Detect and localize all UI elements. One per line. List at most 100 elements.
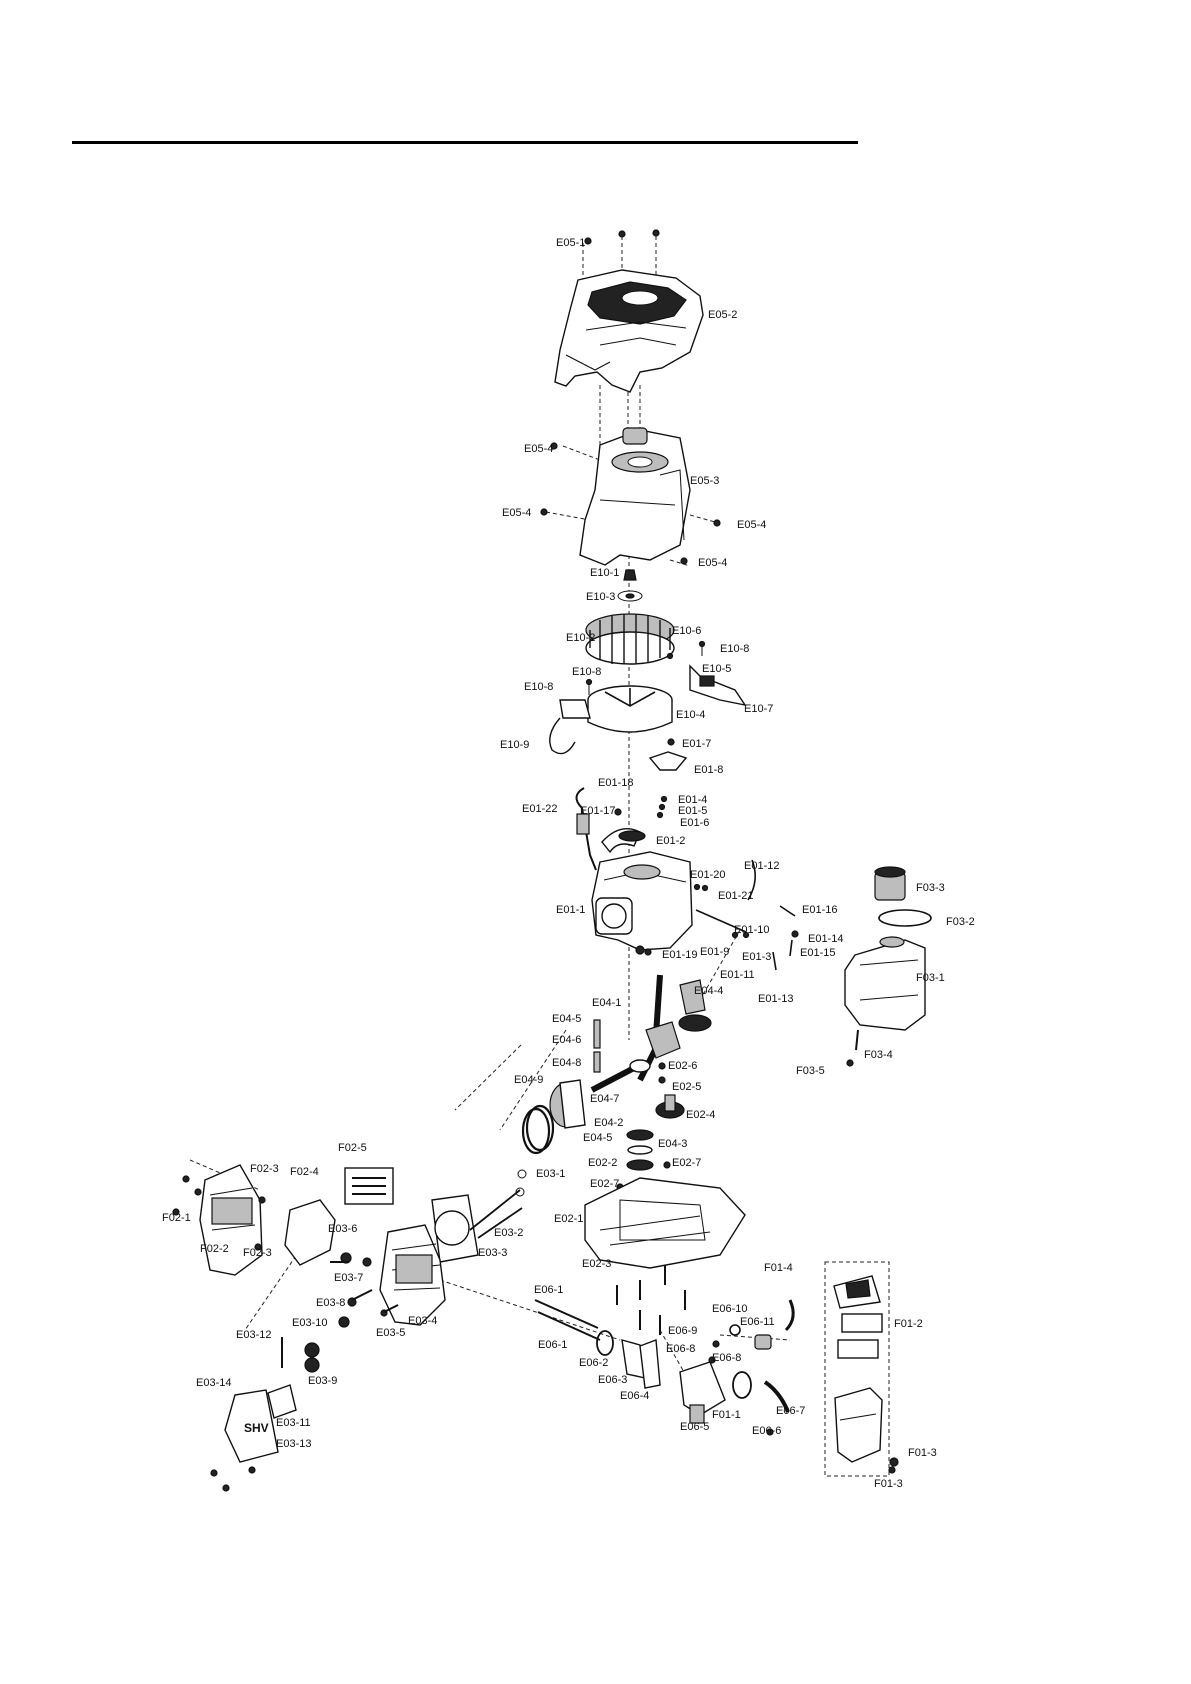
part-label: E01-20 bbox=[690, 869, 725, 881]
cylinder-head-group: SHV bbox=[210, 1169, 527, 1492]
part-label: E06-7 bbox=[776, 1405, 805, 1417]
part-label: E03-2 bbox=[494, 1227, 523, 1239]
header-rule bbox=[72, 141, 858, 144]
part-label: E02-2 bbox=[588, 1157, 617, 1169]
part-label: E10-3 bbox=[586, 591, 615, 603]
part-label: E01-6 bbox=[680, 817, 709, 829]
part-label: E10-2 bbox=[566, 632, 595, 644]
part-label: E01-17 bbox=[580, 805, 615, 817]
part-label: E06-8 bbox=[666, 1343, 695, 1355]
part-label: F03-4 bbox=[864, 1049, 893, 1061]
part-label: E05-2 bbox=[708, 309, 737, 321]
part-label: E01-18 bbox=[598, 777, 633, 789]
part-label: E04-7 bbox=[590, 1093, 619, 1105]
air-filter-group bbox=[824, 1261, 899, 1477]
part-label: E06-2 bbox=[579, 1357, 608, 1369]
crankshaft-piston-group bbox=[521, 974, 712, 1155]
part-label: E06-10 bbox=[712, 1303, 747, 1315]
crankcase-block bbox=[575, 738, 799, 971]
part-label: E01-12 bbox=[744, 860, 779, 872]
part-label: E01-5 bbox=[678, 805, 707, 817]
part-label: F02-5 bbox=[338, 1142, 367, 1154]
part-label: E04-9 bbox=[514, 1074, 543, 1086]
part-label: E10-8 bbox=[720, 643, 749, 655]
blower-housing-cover bbox=[554, 269, 704, 393]
part-label: E04-5 bbox=[552, 1013, 581, 1025]
part-label: E02-7 bbox=[672, 1157, 701, 1169]
part-label: E10-5 bbox=[702, 663, 731, 675]
part-label: F03-2 bbox=[946, 916, 975, 928]
part-label: E05-4 bbox=[737, 519, 766, 531]
part-label: E05-4 bbox=[698, 557, 727, 569]
part-label: E03-10 bbox=[292, 1317, 327, 1329]
part-label: E10-7 bbox=[744, 703, 773, 715]
part-label: E04-4 bbox=[694, 985, 723, 997]
part-label: E02-4 bbox=[686, 1109, 715, 1121]
part-label: E01-16 bbox=[802, 904, 837, 916]
part-label: F03-1 bbox=[916, 972, 945, 984]
part-label: F03-3 bbox=[916, 882, 945, 894]
part-label: E04-8 bbox=[552, 1057, 581, 1069]
part-label: E03-6 bbox=[328, 1223, 357, 1235]
part-label: E03-11 bbox=[276, 1417, 311, 1429]
part-label: E04-1 bbox=[592, 997, 621, 1009]
part-label: E05-1 bbox=[556, 237, 585, 249]
part-label: F02-3 bbox=[243, 1247, 272, 1259]
carburetor-group bbox=[534, 1299, 795, 1436]
part-label: E01-10 bbox=[734, 924, 769, 936]
part-label: E02-6 bbox=[668, 1060, 697, 1072]
part-labels: E05-1 E05-2 E05-4 E05-3 E05-4 E05-4 E05-… bbox=[162, 237, 975, 1490]
part-label: E10-4 bbox=[676, 709, 705, 721]
part-label: E10-8 bbox=[524, 681, 553, 693]
air-cleaner-left bbox=[172, 1164, 394, 1276]
part-label: E10-9 bbox=[500, 739, 529, 751]
part-label: E02-5 bbox=[672, 1081, 701, 1093]
part-label: F02-4 bbox=[290, 1166, 319, 1178]
part-label: F02-1 bbox=[162, 1212, 191, 1224]
part-label: E03-13 bbox=[276, 1438, 311, 1450]
part-label: E02-3 bbox=[582, 1258, 611, 1270]
part-label: E06-4 bbox=[620, 1390, 649, 1402]
cover-screws bbox=[584, 229, 660, 245]
part-label: E06-9 bbox=[668, 1325, 697, 1337]
part-label: E03-4 bbox=[408, 1315, 437, 1327]
part-label: E02-1 bbox=[554, 1213, 583, 1225]
part-label: E01-8 bbox=[694, 764, 723, 776]
part-label: E01-19 bbox=[662, 949, 697, 961]
part-label: E03-14 bbox=[196, 1377, 231, 1389]
valve-cover-logo: SHV bbox=[244, 1421, 269, 1435]
part-label: E01-4 bbox=[678, 794, 707, 806]
part-label: E06-11 bbox=[740, 1316, 775, 1328]
fuel-tank-group bbox=[844, 866, 932, 1067]
part-label: E03-7 bbox=[334, 1272, 363, 1284]
part-label: F01-3 bbox=[908, 1447, 937, 1459]
flywheel-group bbox=[549, 569, 747, 755]
part-label: F02-2 bbox=[200, 1243, 229, 1255]
part-label: E06-6 bbox=[752, 1425, 781, 1437]
part-label: E06-1 bbox=[534, 1284, 563, 1296]
part-label: E01-9 bbox=[700, 946, 729, 958]
part-label: E06-1 bbox=[538, 1339, 567, 1351]
part-label: E01-14 bbox=[808, 933, 843, 945]
recoil-starter-housing bbox=[540, 427, 721, 566]
part-label: F02-3 bbox=[250, 1163, 279, 1175]
part-label: E03-12 bbox=[236, 1329, 271, 1341]
part-label: E03-8 bbox=[316, 1297, 345, 1309]
part-label: E10-1 bbox=[590, 567, 619, 579]
part-label: E04-2 bbox=[594, 1117, 623, 1129]
part-label: E01-1 bbox=[556, 904, 585, 916]
part-label: E05-4 bbox=[524, 443, 553, 455]
part-label: E01-13 bbox=[758, 993, 793, 1005]
part-label: E03-9 bbox=[308, 1375, 337, 1387]
part-label: E01-11 bbox=[720, 969, 755, 981]
part-label: E04-6 bbox=[552, 1034, 581, 1046]
oil-sump-group bbox=[584, 1129, 746, 1335]
part-label: E01-7 bbox=[682, 738, 711, 750]
part-label: E05-3 bbox=[690, 475, 719, 487]
part-label: E10-8 bbox=[572, 666, 601, 678]
part-label: F01-3 bbox=[874, 1478, 903, 1490]
part-label: E05-4 bbox=[502, 507, 531, 519]
part-label: E01-21 bbox=[718, 890, 753, 902]
